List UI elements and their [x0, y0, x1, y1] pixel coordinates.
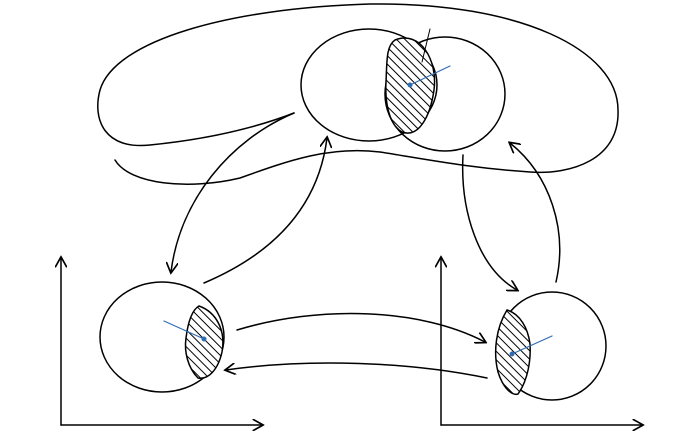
top-left-ellipse: [300, 28, 438, 142]
outer-loop: [97, 3, 619, 185]
arrow-left-to-top: [203, 138, 327, 284]
right-coordinate-axes: [441, 258, 642, 425]
left-blue-line: [163, 320, 205, 340]
arrow-left-to-right: [236, 312, 485, 342]
left-center-dot: [201, 336, 207, 342]
transition-arrows: [171, 112, 561, 379]
top-right-ellipse: [384, 36, 506, 152]
arrow-top-to-left: [171, 112, 295, 272]
left-hatched-crescent: [184, 305, 224, 379]
right-overlap-region: [494, 291, 607, 401]
top-blue-line: [409, 65, 451, 86]
arrow-top-to-right: [461, 154, 517, 290]
arrow-right-to-left: [226, 362, 488, 379]
right-blue-line: [511, 335, 553, 355]
top-center-dot: [407, 82, 413, 88]
right-center-dot: [509, 351, 515, 357]
left-coordinate-axes: [61, 258, 262, 425]
top-overlap-region: [300, 28, 506, 152]
left-ellipse: [99, 281, 225, 393]
top-pointer-line: [421, 28, 431, 63]
left-overlap-region: [99, 281, 225, 393]
arrow-right-to-top: [510, 143, 561, 283]
